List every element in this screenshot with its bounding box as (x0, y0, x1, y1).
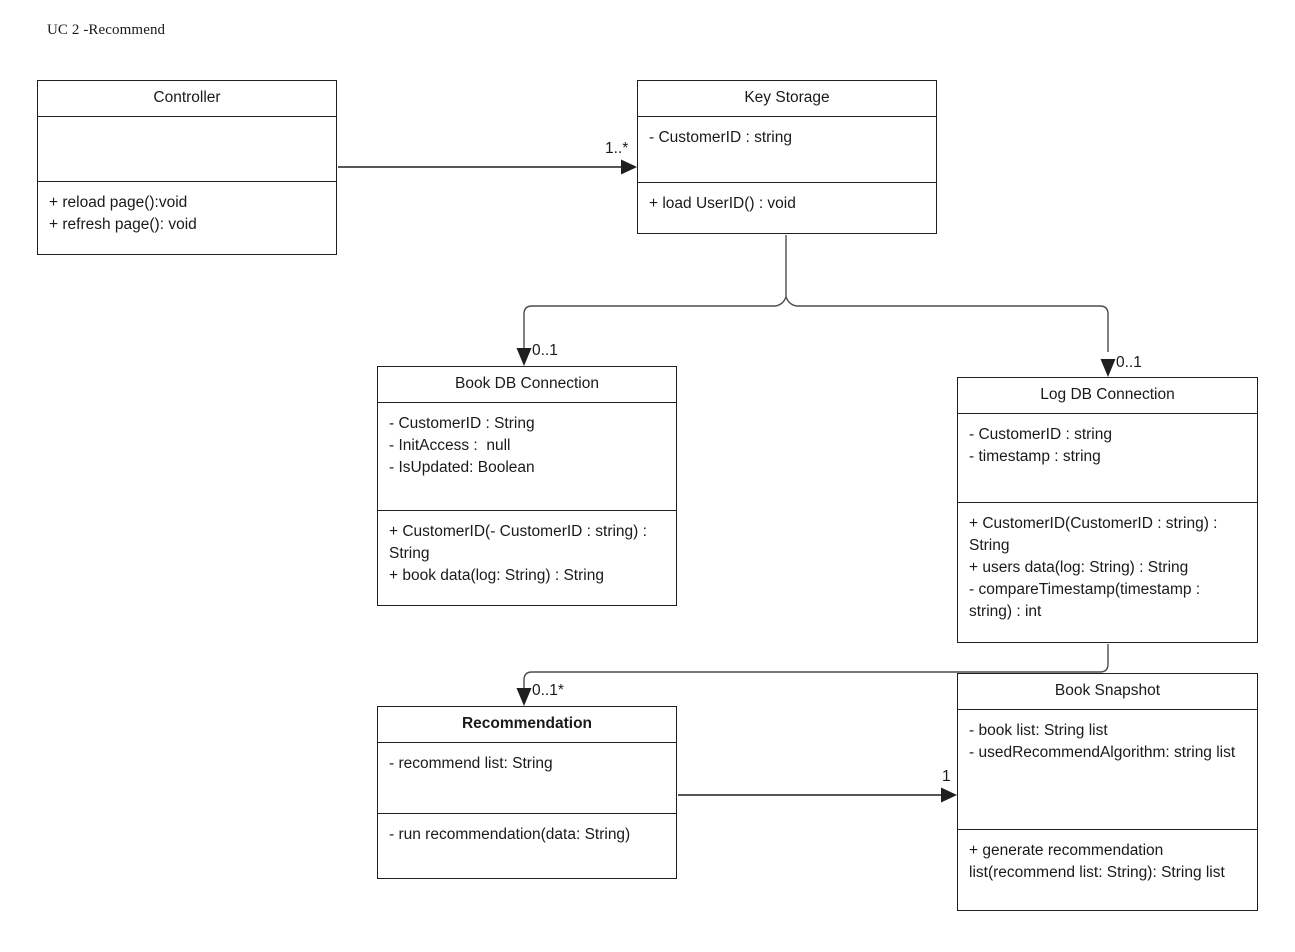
operation-line: + generate recommendation list(recommend… (969, 841, 1225, 881)
operation-line: + refresh page(): void (49, 216, 197, 234)
class-operations-book-snapshot: + generate recommendation list(recommend… (958, 830, 1257, 910)
operation-line: + CustomerID(CustomerID : string) : Stri… (969, 514, 1222, 554)
attribute-line: - InitAccess : null (389, 436, 511, 454)
class-box-key-storage[interactable]: Key Storage - CustomerID : string + load… (637, 80, 937, 234)
class-box-book-db-connection[interactable]: Book DB Connection - CustomerID : String… (377, 366, 677, 606)
class-name-recommendation: Recommendation (378, 707, 676, 743)
operation-line: + book data(log: String) : String (389, 566, 604, 584)
operation-line: + load UserID() : void (649, 194, 796, 212)
multiplicity-key-storage-to-log-db: 0..1 (1116, 354, 1142, 371)
operation-line: - run recommendation(data: String) (389, 826, 631, 844)
attribute-line: - recommend list: String (389, 754, 553, 772)
attribute-line: - CustomerID : string (969, 425, 1112, 443)
operation-line: - compareTimestamp(timestamp : string) :… (969, 580, 1205, 620)
class-attributes-book-snapshot: - book list: String list - usedRecommend… (958, 710, 1257, 830)
connector-recommendation-to-book-snapshot (678, 787, 957, 803)
class-name-key-storage: Key Storage (638, 81, 936, 117)
class-box-log-db-connection[interactable]: Log DB Connection - CustomerID : string … (957, 377, 1258, 643)
class-box-controller[interactable]: Controller + reload page():void + refres… (37, 80, 337, 255)
attribute-line: - CustomerID : string (649, 128, 792, 146)
class-box-recommendation[interactable]: Recommendation - recommend list: String … (377, 706, 677, 879)
class-operations-book-db-connection: + CustomerID(- CustomerID : string) : St… (378, 511, 676, 605)
multiplicity-key-storage-to-book-db: 0..1 (532, 342, 558, 359)
multiplicity-log-db-to-recommendation: 0..1* (532, 682, 564, 699)
operation-line: + reload page():void (49, 194, 188, 212)
class-attributes-key-storage: - CustomerID : string (638, 117, 936, 183)
class-attributes-recommendation: - recommend list: String (378, 743, 676, 815)
class-attributes-controller (38, 117, 336, 183)
class-operations-key-storage: + load UserID() : void (638, 183, 936, 233)
attribute-line: - CustomerID : String (389, 414, 535, 432)
class-name-log-db-connection: Log DB Connection (958, 378, 1257, 414)
multiplicity-controller-to-key-storage: 1..* (605, 140, 629, 157)
attribute-line: - book list: String list (969, 721, 1108, 739)
class-name-book-db-connection: Book DB Connection (378, 367, 676, 403)
class-attributes-book-db-connection: - CustomerID : String - InitAccess : nul… (378, 403, 676, 511)
multiplicity-recommendation-to-book-snapshot: 1 (942, 768, 951, 785)
operation-line: + CustomerID(- CustomerID : string) : St… (389, 522, 652, 562)
connector-key-storage-branch (516, 235, 1116, 377)
class-operations-log-db-connection: + CustomerID(CustomerID : string) : Stri… (958, 503, 1257, 642)
class-name-controller: Controller (38, 81, 336, 117)
diagram-title: UC 2 -Recommend (47, 22, 166, 38)
class-operations-recommendation: - run recommendation(data: String) (378, 814, 676, 878)
operation-line: + users data(log: String) : String (969, 558, 1189, 576)
class-box-book-snapshot[interactable]: Book Snapshot - book list: String list -… (957, 673, 1258, 911)
attribute-line: - timestamp : string (969, 447, 1101, 465)
class-operations-controller: + reload page():void + refresh page(): v… (38, 182, 336, 254)
attribute-line: - IsUpdated: Boolean (389, 458, 535, 476)
class-name-book-snapshot: Book Snapshot (958, 674, 1257, 710)
class-attributes-log-db-connection: - CustomerID : string - timestamp : stri… (958, 414, 1257, 503)
connector-controller-to-key-storage (338, 159, 637, 175)
attribute-line: - usedRecommendAlgorithm: string list (969, 743, 1236, 761)
